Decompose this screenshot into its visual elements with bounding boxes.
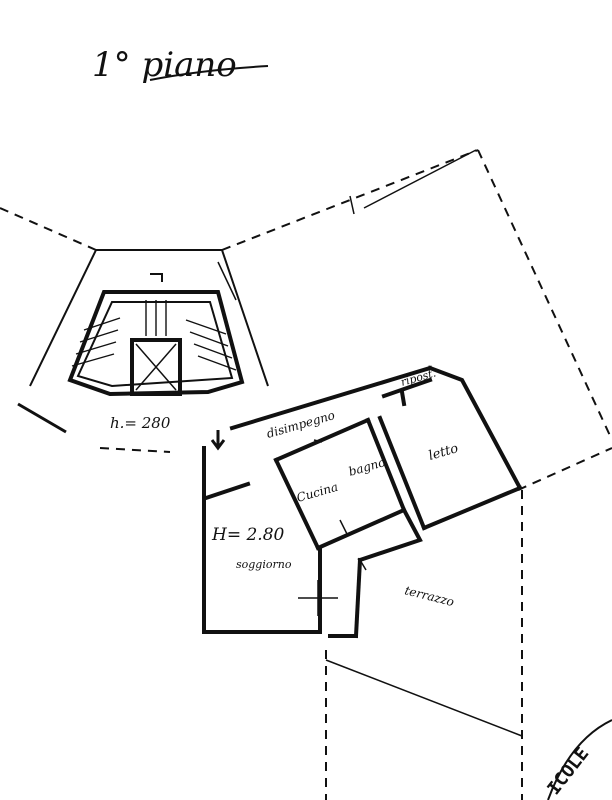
apartment-height-label: H= 2.80 (211, 525, 285, 545)
room-label-soggiorno: soggiorno (236, 558, 292, 571)
apartment-walls (202, 365, 523, 639)
room-label-bagno: bagno (347, 455, 387, 479)
apartment-details (298, 149, 523, 737)
stair-height-label: h.= 280 (110, 414, 171, 432)
title-underline-stroke (149, 65, 269, 81)
stair-core (17, 249, 269, 434)
floor-title: 1° piano (92, 45, 237, 85)
entry-arrow-icon (210, 430, 226, 451)
room-label-cucina: Cucina (295, 480, 340, 505)
room-label-letto: letto (427, 441, 460, 464)
property-boundary (0, 149, 612, 800)
room-label-terrazzo: terrazzo (403, 583, 455, 609)
stamp: ICOLE (543, 719, 612, 800)
stamp-text: ICOLE (543, 743, 593, 799)
